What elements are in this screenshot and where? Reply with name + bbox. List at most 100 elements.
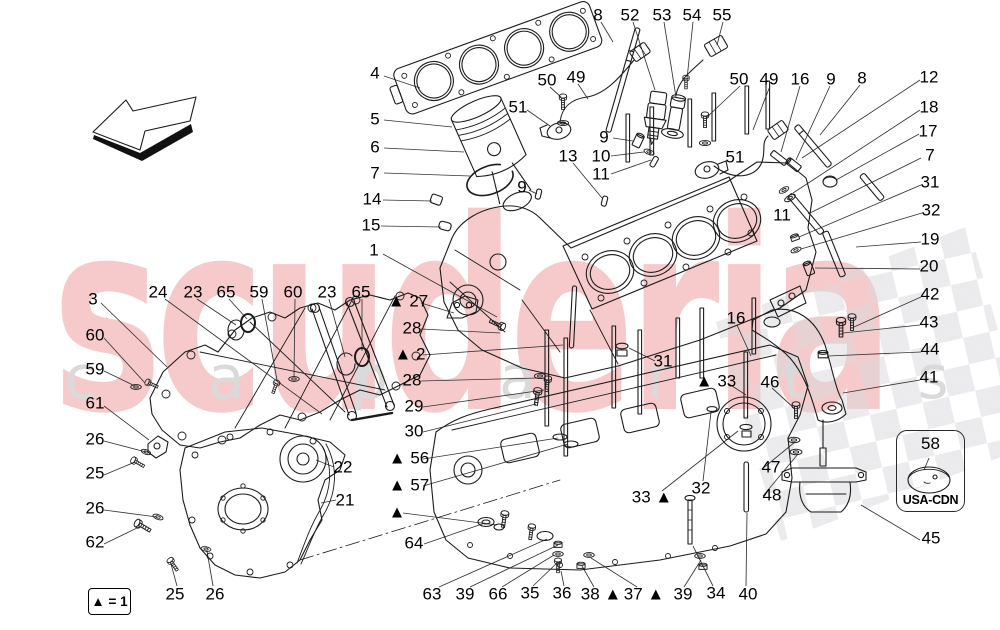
bracket-27 [446,295,479,319]
part-label-3-46: 3 [88,289,98,309]
cable-guide-61 [147,435,169,459]
part-label-2-56: ▲ 2 [394,344,426,364]
part-label-9-19: 9 [517,177,527,197]
part-label-54-10: 54 [682,5,702,25]
leader-lines [100,21,930,588]
part-label-1-6: 1 [369,240,379,260]
part-label-48-75: 48 [762,485,782,505]
part-label-16-22: 16 [790,69,810,89]
part-label-47-74: 47 [761,457,781,477]
part-label-38-81: 38 ▲ [580,584,622,604]
part-label-17-29: 17 [918,121,938,141]
part-label-32-72: 32 [691,478,711,498]
harness-connector-right [767,120,789,140]
part-label-65-41: 65 [216,282,236,302]
part-label-11-26: 11 [773,205,791,225]
part-label-28-57: 28 [402,370,422,390]
part-label-28-55: 28 [402,318,422,338]
part-label-33-70: ▲ 33 [695,371,737,391]
part-label-25-66: 25 [165,584,185,604]
oil-pressure-sensor [643,90,668,145]
part-label-49-21: 49 [759,69,779,89]
part-label-4-0: 4 [370,63,380,83]
part-label-13-18: 13 [558,146,578,166]
usa-cdn-region-label: USA-CDN [902,493,959,507]
crankcase-block [439,161,817,379]
part-label-23-40: 23 [183,282,203,302]
part-label-6-2: 6 [370,137,380,157]
knock-cable-left [559,59,635,123]
part-label-21-65: 21 [335,490,355,510]
harness-connector-left [629,42,651,62]
part-label-36-80: 36 [552,583,572,603]
part-label-43-36: 43 [919,312,939,332]
core-plug-58 [907,466,951,494]
part-label-7-3: 7 [370,163,380,183]
part-label-39-77: 39 [455,584,475,604]
long-stud-8 [605,27,641,133]
rear-cover [149,291,431,449]
part-label-64-63: 64 [404,533,424,553]
part-label-20-34: 20 [919,256,939,276]
part-label-50-20: 50 [729,69,749,89]
part-label-23-44: 23 [317,282,337,302]
part-label-5-1: 5 [370,109,380,129]
part-label-39-83: 39 [673,584,693,604]
part-label-14-4: 14 [362,189,382,209]
part-label-10-16: 10 [591,146,611,166]
part-label-59-42: 59 [249,282,269,302]
part-label-19-33: 19 [920,229,940,249]
engine-mount [781,419,867,513]
part-label-24-39: 24 [148,282,168,302]
legend-box: ▲ = 1 [88,588,131,615]
part-label-45-86: 45 [921,528,941,548]
part-label-11-17: 11 [592,164,610,184]
part-label-triangle-62: ▲ [388,502,406,522]
knock-sensor-left [539,122,572,140]
part-label-31-69: 31 [653,351,673,371]
part-label-8-7: 8 [593,5,603,25]
water-temp-sensor [660,94,687,139]
part-label-40-85: 40 [738,584,758,604]
sensor-cable [675,59,704,96]
part-label-49-13: 49 [566,67,586,87]
part-label-8-24: 8 [857,68,867,88]
cylinder-head-studs [625,80,771,163]
part-label-33-73: 33 ▲ [631,487,673,507]
part-label-51-25: 51 [725,147,745,167]
piston-assembly [450,95,532,212]
timing-cover [179,427,346,579]
part-label-61-49: 61 [85,393,105,413]
usa-cdn-part-number: 58 [921,434,940,453]
part-label-44-37: 44 [920,339,940,359]
knock-sensor-right [694,160,729,179]
part-label-41-38: 41 [919,367,939,387]
part-label-34-84: 34 [706,583,726,603]
part-label-51-14: 51 [508,97,528,117]
part-label-35-79: 35 [520,583,540,603]
part-label-50-12: 50 [537,70,557,90]
part-label-60-43: 60 [283,282,303,302]
brace-bars [309,296,396,422]
bolt-34 [684,494,696,545]
part-label-31-31: 31 [920,172,940,192]
engine-mount-bracket [751,308,847,423]
part-label-30-59: 30 [404,421,424,441]
part-label-37-82: 37 ▲ [623,584,665,604]
part-label-16-68: 16 [726,308,746,328]
part-label-9-23: 9 [826,69,836,89]
part-label-22-64: 22 [333,457,353,477]
part-label-15-5: 15 [361,215,381,235]
part-label-25-51: 25 [85,463,105,483]
part-label-53-9: 53 [652,5,672,25]
part-label-26-52: 26 [85,498,105,518]
part-label-26-67: 26 [205,584,225,604]
usa-cdn-box: 58 USA-CDN [896,430,965,512]
direction-arrow-icon [92,96,197,161]
part-label-9-15: 9 [599,127,609,147]
part-label-55-11: 55 [712,5,732,25]
part-label-29-58: 29 [404,396,424,416]
part-label-60-47: 60 [85,325,105,345]
part-label-12-27: 12 [919,67,939,87]
